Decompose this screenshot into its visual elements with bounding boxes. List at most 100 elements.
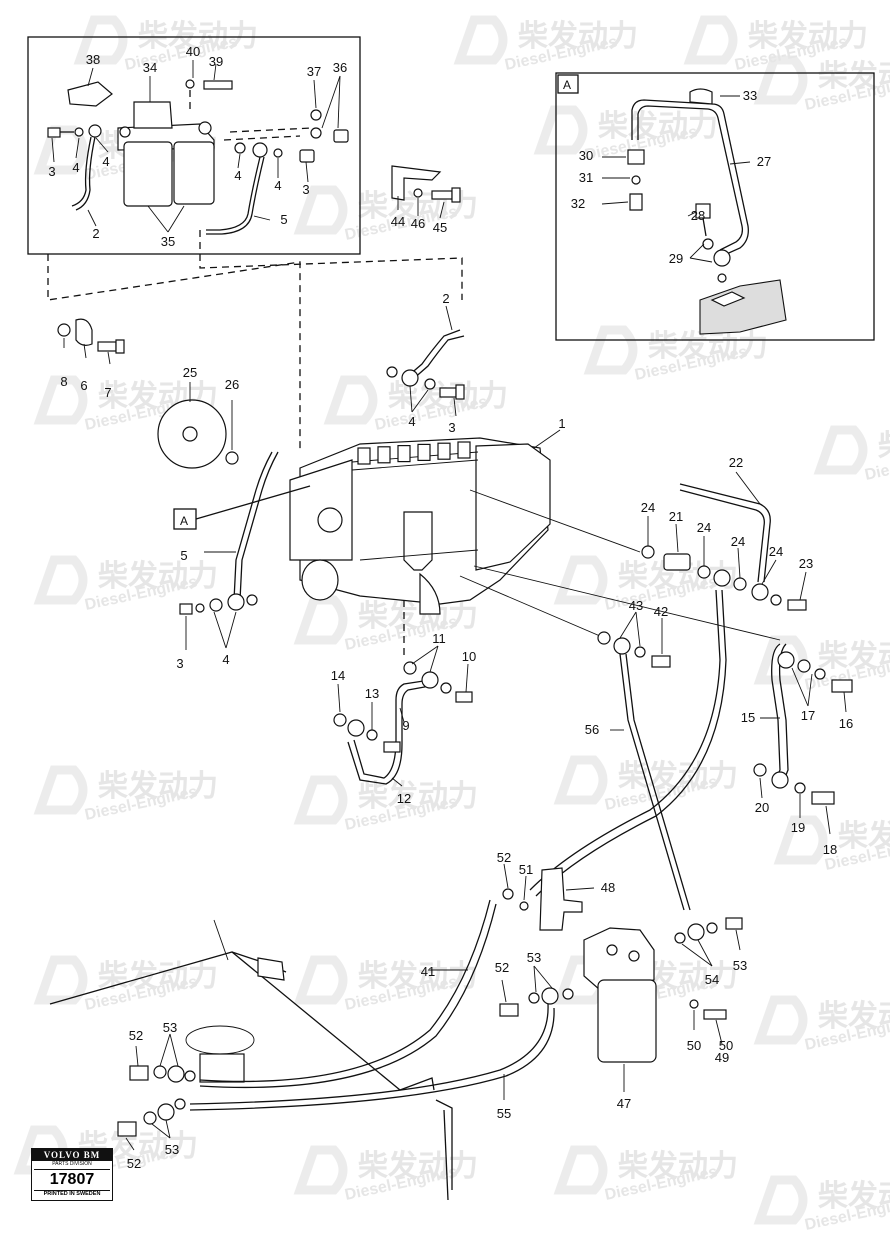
watermark-logo-icon (293, 775, 348, 825)
callout-number: 12 (397, 791, 411, 806)
watermark-brand-cn: 柴发动力 (98, 960, 218, 993)
clamp-parts (57, 318, 125, 354)
watermark-logo-icon (753, 635, 808, 685)
callout-number: 26 (225, 377, 239, 392)
callout-number: 52 (129, 1028, 143, 1043)
watermark-logo-icon (293, 185, 348, 235)
callout-number: 4 (102, 154, 109, 169)
callout-number: 36 (333, 60, 347, 75)
callout-number: 37 (307, 64, 321, 79)
watermark-logo-icon (33, 125, 88, 175)
callout-number: 44 (391, 214, 405, 229)
callout-number: 14 (331, 668, 345, 683)
callout-number: 46 (411, 216, 425, 231)
pipe-2 (407, 329, 461, 377)
watermark-logo-icon (33, 765, 88, 815)
pipe-15 (473, 565, 853, 805)
diagram-number: 17807 (34, 1169, 110, 1191)
callout-number: 4 (274, 178, 281, 193)
callout-number: 27 (757, 154, 771, 169)
callout-number: 8 (60, 374, 67, 389)
delivery-valve (417, 443, 431, 461)
callout-number: 6 (80, 378, 87, 393)
watermark-logo-icon (753, 1175, 808, 1225)
watermark-brand-cn: 柴发动力 (358, 1150, 478, 1183)
watermark-brand-cn: 柴发动力 (818, 60, 890, 93)
watermark-logo-icon (293, 1145, 348, 1195)
inset-detail-a-frame (555, 72, 875, 341)
detail-a-pipe (627, 88, 787, 335)
callout-number: 55 (497, 1106, 511, 1121)
watermark-brand-cn: 柴发动力 (518, 20, 638, 53)
callout-number: 52 (127, 1156, 141, 1171)
callout-number: 42 (654, 604, 668, 619)
delivery-valve (397, 445, 411, 463)
inset-filter-frame (27, 36, 361, 255)
fittings-21-24 (469, 483, 807, 611)
watermark-logo-icon (323, 375, 378, 425)
callout-number: 13 (365, 686, 379, 701)
leader-lines (51, 60, 847, 1151)
callout-number: 3 (302, 182, 309, 197)
callout-number: 4 (234, 168, 241, 183)
delivery-valve (457, 441, 471, 459)
banjo-3-4-upper (386, 366, 465, 400)
callout-number: 56 (585, 722, 599, 737)
callout-number: 24 (641, 500, 655, 515)
callout-number: 20 (755, 800, 769, 815)
callout-number: 35 (161, 234, 175, 249)
injection-pump (289, 437, 551, 615)
callout-number: 9 (402, 718, 409, 733)
watermark-logo-icon (533, 105, 588, 155)
callout-number: 17 (801, 708, 815, 723)
callout-number: 52 (495, 960, 509, 975)
callout-number: 29 (669, 251, 683, 266)
watermark-logo-icon (293, 955, 348, 1005)
callout-number: 30 (579, 148, 593, 163)
callout-number: 22 (729, 455, 743, 470)
watermark-brand-cn: 柴发动力 (818, 1000, 890, 1033)
cover-disc (157, 399, 239, 469)
callout-number: 15 (741, 710, 755, 725)
delivery-valve (377, 446, 391, 464)
callout-number: 1 (558, 416, 565, 431)
watermark-logo-icon (553, 555, 608, 605)
callout-number: 23 (799, 556, 813, 571)
watermark-logo-icon (753, 55, 808, 105)
callout-number: 51 (519, 862, 533, 877)
watermark-brand-cn: 柴发动力 (598, 110, 718, 143)
logo-brand: VOLVO BM (32, 1149, 112, 1161)
watermark-logo-icon (773, 815, 828, 865)
callout-number: 24 (731, 534, 745, 549)
callout-number: 50 (687, 1038, 701, 1053)
callout-number: 49 (715, 1050, 729, 1065)
banjo-3-4-lower (179, 593, 258, 615)
watermark-brand-cn: 柴发动力 (98, 770, 218, 803)
watermark-logo-icon (583, 325, 638, 375)
callout-number: 4 (72, 160, 79, 175)
watermark-brand-cn: 柴发动力 (748, 20, 868, 53)
watermark-brand-cn: 柴发动力 (358, 780, 478, 813)
callout-number: 54 (705, 972, 719, 987)
callout-number: 11 (432, 631, 446, 646)
watermark-logo-icon (813, 425, 868, 475)
callout-number: 50 (719, 1038, 733, 1053)
delivery-valve (357, 447, 371, 465)
callout-number: 40 (186, 44, 200, 59)
watermark-logo-icon (33, 555, 88, 605)
watermark-brand-cn: 柴发动力 (838, 820, 890, 853)
watermark-brand-cn: 柴发动力 (358, 600, 478, 633)
callout-number: 5 (280, 212, 287, 227)
connector-line-right (199, 230, 463, 300)
callout-number: 7 (104, 385, 111, 400)
callout-number: 25 (183, 365, 197, 380)
callout-number: 3 (48, 164, 55, 179)
callout-number: 3 (176, 656, 183, 671)
callout-number: 52 (497, 850, 511, 865)
callout-number: 45 (433, 220, 447, 235)
callout-number: 21 (669, 509, 683, 524)
callout-number: 19 (791, 820, 805, 835)
callout-number: 38 (86, 52, 100, 67)
